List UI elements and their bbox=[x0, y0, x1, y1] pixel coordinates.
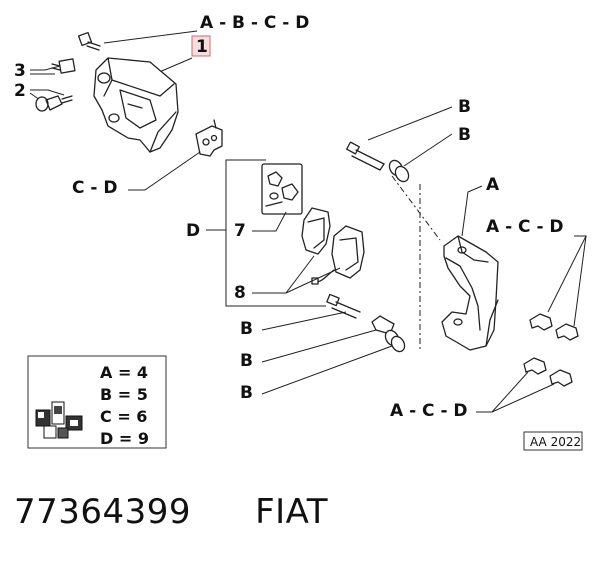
anti-rattle-clip-2 bbox=[555, 323, 579, 341]
label-clips-upper: A - C - D bbox=[486, 217, 564, 237]
top-bolt bbox=[77, 31, 101, 51]
leader-clips-lower-b bbox=[491, 383, 555, 413]
brake-pad-outer-with-sensor bbox=[311, 225, 365, 285]
legend-row-d: D = 9 bbox=[100, 429, 149, 448]
label-ref-3: 3 bbox=[14, 61, 26, 81]
label-group-d: D bbox=[186, 221, 200, 241]
leader-bolt-b bbox=[367, 106, 453, 141]
guide-bushing-lower-2 bbox=[384, 329, 406, 353]
anti-rattle-clip-1 bbox=[529, 313, 553, 331]
anti-rattle-clip-4 bbox=[549, 369, 573, 387]
leader-lower-b2 bbox=[261, 329, 377, 363]
label-ref-7: 7 bbox=[234, 221, 246, 241]
part-number-footer: 77364399 FIAT bbox=[14, 492, 328, 532]
label-lower-b2: B bbox=[240, 351, 253, 371]
leader-clips-lower-a bbox=[476, 371, 529, 413]
part-number: 77364399 bbox=[14, 492, 192, 532]
legend-row-c: C = 6 bbox=[100, 407, 147, 426]
pad-retainer-plate bbox=[195, 119, 223, 157]
pad-kit-bag bbox=[261, 163, 303, 215]
leader-ref-8a bbox=[252, 255, 315, 294]
guide-bushing-upper bbox=[388, 159, 410, 183]
guide-pin-lower bbox=[326, 293, 361, 319]
label-top-combo: A - B - C - D bbox=[200, 13, 309, 33]
caliper-body bbox=[93, 57, 179, 153]
label-pad-retainer: C - D bbox=[72, 178, 117, 198]
leader-lower-b3 bbox=[261, 345, 393, 395]
label-ref-8: 8 bbox=[234, 283, 246, 303]
leader-lower-b1 bbox=[261, 311, 347, 331]
drawing-stamp-box bbox=[523, 431, 583, 451]
leader-clips-upper-b bbox=[573, 235, 587, 327]
leader-ref-3 bbox=[30, 65, 61, 71]
label-lower-b1: B bbox=[240, 319, 253, 339]
ref-1-highlight bbox=[191, 35, 211, 57]
label-ref-2: 2 bbox=[14, 81, 26, 101]
axis-line-diag bbox=[391, 175, 441, 241]
label-bush-b: B bbox=[458, 125, 471, 145]
bleed-screw bbox=[35, 95, 73, 112]
label-ref-1: 1 bbox=[196, 37, 208, 57]
legend-boxes-icon bbox=[35, 401, 83, 439]
label-clips-lower: A - C - D bbox=[390, 401, 468, 421]
leader-bush-b bbox=[403, 133, 453, 167]
bleed-screw-cap bbox=[51, 58, 76, 74]
leader-carrier-a bbox=[461, 185, 483, 237]
caliper-carrier-bracket bbox=[441, 235, 499, 351]
leader-ref-8b bbox=[285, 267, 341, 294]
brand-name: FIAT bbox=[255, 492, 329, 532]
anti-rattle-clip-3 bbox=[523, 357, 547, 375]
drawing-stamp: AA 2022 bbox=[530, 435, 581, 449]
legend-row-a: A = 4 bbox=[100, 363, 148, 382]
guide-pin-upper bbox=[346, 141, 385, 171]
label-bolt-b: B bbox=[458, 97, 471, 117]
guide-bushing-lower-1 bbox=[371, 315, 395, 335]
leader-pad-retainer bbox=[128, 151, 201, 191]
leader-clips-upper-a bbox=[547, 235, 587, 313]
leader-ref-2 bbox=[30, 89, 65, 96]
bracket-d bbox=[225, 159, 326, 307]
leader-ref-7 bbox=[252, 211, 287, 232]
brake-pad-inner bbox=[301, 207, 331, 255]
label-lower-b3: B bbox=[240, 383, 253, 403]
legend-row-b: B = 5 bbox=[100, 385, 148, 404]
label-carrier-a: A bbox=[486, 175, 500, 195]
leader-top-combo bbox=[103, 30, 198, 44]
